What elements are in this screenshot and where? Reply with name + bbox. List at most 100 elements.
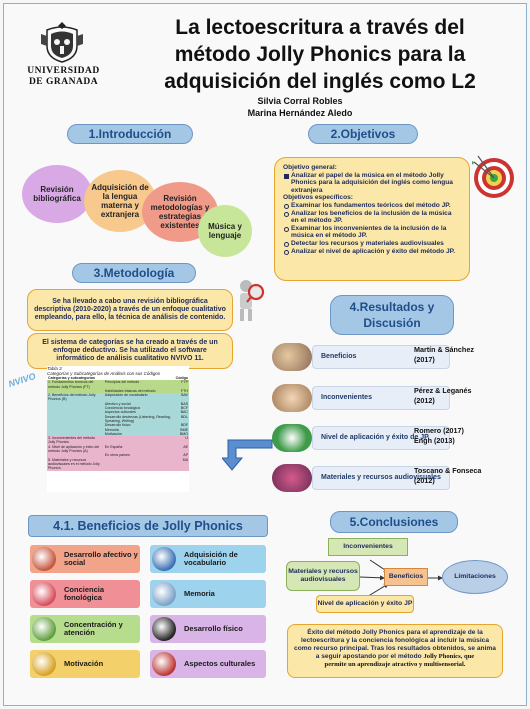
table-row: 1. Fundamentos teóricos del método Jolly… (47, 380, 189, 389)
category-table-grid: Categorías y subcategorías Código 1. Fun… (47, 376, 189, 471)
table-cell (104, 436, 175, 445)
benefits-photo-icon (272, 343, 312, 371)
university-name-line1: UNIVERSIDAD (27, 66, 100, 76)
result-row-drawbacks: Inconvenientes Pérez & Leganés(2012) (272, 383, 515, 413)
result-reference: Pérez & Leganés(2012) (414, 386, 472, 406)
table-cell: 2. Beneficios del método Jolly Phonics (… (48, 393, 96, 402)
conclusion-success-level: Nivel de aplicación y éxito JP (316, 595, 414, 613)
table-cell: FTP (181, 380, 188, 385)
table-row: 4. Nivel de aplicación y éxito del métod… (47, 444, 189, 454)
result-reference: Martín & Sánchez(2017) (414, 345, 474, 365)
results-heading-line2: Discusión (363, 316, 421, 330)
stars-icon (32, 652, 56, 676)
ref-line: (2017) (414, 355, 435, 364)
table-cell: Principios del método (104, 380, 140, 385)
table-cell: Desarrollo destrezas (Listening, Reading… (104, 414, 171, 423)
table-number: Tabla 3 (47, 366, 62, 371)
conclusion-final-box: Éxito del método Jolly Phonics para el a… (287, 624, 503, 678)
objective-specific-1: Examinar los fundamentos teóricos del mé… (283, 202, 461, 210)
section-heading-results: 4.Resultados y Discusión (330, 295, 454, 335)
book-icon (152, 547, 176, 571)
objectives-specific-heading: Objetivos específicos: (283, 194, 353, 202)
method-box-2: El sistema de categorías se ha creado a … (27, 333, 233, 369)
method-box-1: Se ha llevado a cabo una revisión biblio… (27, 289, 233, 331)
table-cell: BAV (181, 393, 188, 398)
benefit-item: Desarrollo físico (150, 615, 266, 643)
ref-line: (2012) (414, 396, 435, 405)
benefit-item: Aspectos culturales (150, 650, 266, 678)
table-cell: Conciencia fonológica (104, 406, 140, 411)
section-heading-benefits: 4.1. Beneficios de Jolly Phonics (28, 515, 268, 537)
result-label: Inconvenientes (312, 386, 450, 410)
table-cell: 3. Inconvenientes del método Jolly Phoni… (48, 436, 95, 445)
section-heading-objectives: 2.Objetivos (308, 124, 418, 144)
table-cell: Afectivo y social (104, 401, 131, 406)
table-cell: BAS (180, 401, 188, 406)
benefit-label: Aspectos culturales (184, 658, 256, 668)
section-heading-conclusions: 5.Conclusiones (330, 511, 458, 533)
ref-line: Toscano & Fonseca (414, 466, 482, 475)
benefit-label: Memoria (184, 588, 215, 598)
conclusion-final-emphasis-2: permite un aprendizaje atractivo y multi… (324, 661, 466, 668)
benefit-item: Desarrollo afectivo y social (30, 545, 140, 573)
target-darts-icon (472, 155, 514, 198)
ref-line: (2012) (414, 476, 435, 485)
conclusion-limitations: Limitaciones (442, 560, 508, 594)
table-cell: 1. Fundamentos teóricos del método Jolly… (48, 380, 94, 389)
table-row: 3. Inconvenientes del método Jolly Phoni… (47, 436, 189, 445)
table-row: 5. Materiales y recursos audiovisuales e… (47, 457, 189, 471)
objective-specific-4: Detectar los recursos y materiales audio… (283, 240, 461, 248)
objectives-general-list: Analizar el papel de la música en el mét… (283, 172, 461, 195)
brain-icon (152, 582, 176, 606)
table-row: Desarrollo destrezas (Listening, Reading… (47, 414, 189, 424)
ref-line: Engh (2013) (414, 436, 455, 445)
result-row-benefits: Beneficios Martín & Sánchez(2017) (272, 342, 515, 372)
table-cell: Motivación (104, 431, 122, 436)
objective-specific-3: Examinar los inconvenientes de la inclus… (283, 225, 461, 240)
conclusion-final-text: Éxito del método Jolly Phonics para el a… (294, 629, 496, 660)
ref-line: Martín & Sánchez (414, 345, 474, 354)
category-table: Tabla 3 Categorías y Subcategorías de An… (47, 366, 189, 492)
author-2: Marina Hernández Aledo (247, 108, 353, 118)
table-cell: AE (183, 444, 188, 449)
success-check-icon (272, 424, 312, 452)
heart-icon (32, 547, 56, 571)
title-line-2: método Jolly Phonics para la (174, 43, 466, 66)
conclusion-materials: Materiales y recursos audiovisuales (286, 561, 360, 591)
benefit-label: Concentración y atención (64, 619, 123, 637)
result-label: Beneficios (312, 345, 450, 369)
globe-icon (152, 652, 176, 676)
table-row: Conciencia fonológica BCF (47, 406, 189, 411)
benefit-label: Desarrollo afectivo y social (64, 549, 138, 567)
benefit-item: Motivación (30, 650, 140, 678)
table-cell: 4. Nivel de aplicación y éxito del métod… (48, 444, 100, 454)
section-heading-method: 3.Metodología (72, 263, 196, 283)
table-cell: En España (104, 444, 123, 449)
benefit-label: Motivación (64, 658, 104, 668)
objective-specific-2: Analizar los beneficios de la inclusión … (283, 210, 461, 225)
objectives-specific-list: Examinar los fundamentos teóricos del mé… (283, 202, 461, 255)
materials-photo-icon (272, 464, 312, 492)
table-cell: En otros países (104, 453, 130, 458)
table-cell: Desarrollo físico (104, 423, 131, 428)
table-row: Afectivo y social BAS (47, 401, 189, 407)
conclusion-benefits: Beneficios (384, 568, 428, 586)
result-row-success: Nivel de aplicación y éxito de JP Romero… (272, 423, 515, 453)
table-header-cell: Código (175, 376, 188, 380)
benefit-label: Adquisición de vocabulario (184, 549, 238, 567)
table-cell: BCF (180, 406, 188, 411)
intro-oval-4: Música y lenguaje (198, 205, 252, 257)
poster-title: La lectoescritura a través del método Jo… (115, 14, 525, 95)
section-heading-intro: 1.Introducción (67, 124, 193, 144)
table-row: 2. Beneficios del método Jolly Phonics (… (47, 393, 189, 402)
table-caption: Categorías y Subcategorías de Análisis c… (47, 371, 161, 376)
table-cell: IJ (185, 436, 188, 441)
table-cell: BME (180, 427, 188, 432)
result-label: Materiales y recursos audiovisuales (312, 466, 450, 490)
benefit-label: Conciencia fonológica (64, 584, 105, 602)
ear-icon (32, 582, 56, 606)
